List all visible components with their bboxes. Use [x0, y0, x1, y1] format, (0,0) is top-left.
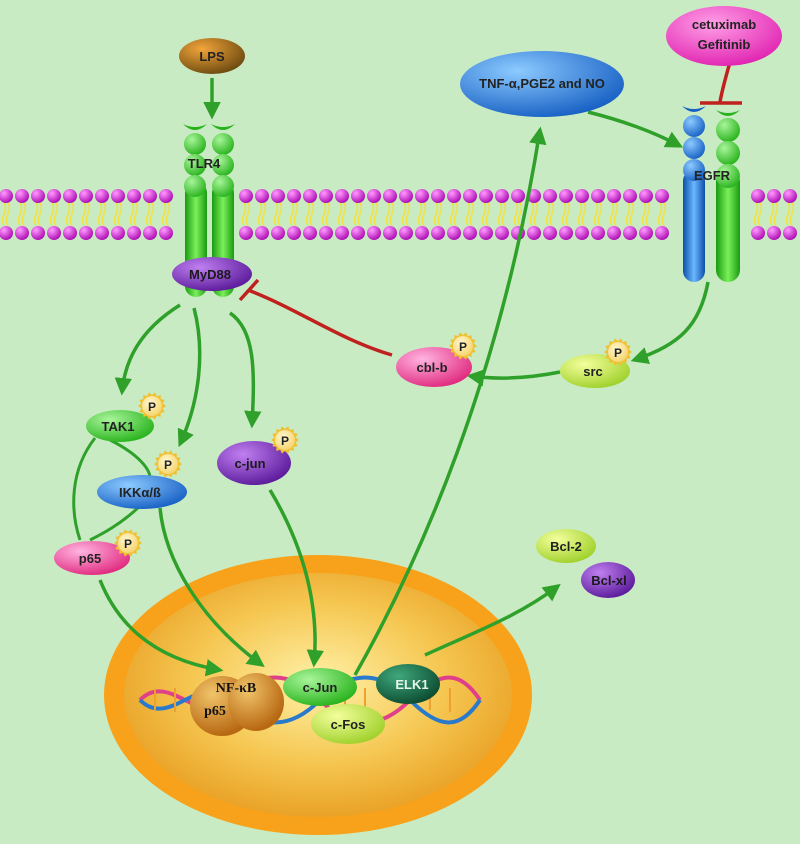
- p65-node: p65: [54, 541, 130, 575]
- elk1-node: ELK1: [376, 664, 440, 704]
- tak1-phospho-badge-label: P: [148, 400, 156, 414]
- drug-node: cetuximab Gefitinib: [666, 6, 782, 66]
- p65-nuclear-label: p65: [204, 704, 226, 719]
- myd88-label: MyD88: [189, 267, 231, 282]
- cblb-phospho-badge: P: [449, 332, 477, 360]
- nfkb-p65-complex: NF-κB p65: [190, 673, 284, 736]
- src-node: src: [560, 354, 630, 388]
- cblb-phospho-badge-label: P: [459, 340, 467, 354]
- bclxl-node: Bcl-xl: [581, 562, 635, 598]
- p65-label: p65: [79, 551, 101, 566]
- egfr-receptor: [682, 106, 740, 282]
- bcl2-label: Bcl-2: [550, 539, 582, 554]
- drug-label-cetuximab: cetuximab: [692, 17, 756, 32]
- cjun-cyto-node: c-jun: [217, 441, 291, 485]
- activation-arrows: [98, 78, 710, 677]
- lps-node: LPS: [179, 38, 245, 74]
- src-phospho-badge: P: [604, 338, 632, 366]
- lps-label: LPS: [199, 49, 225, 64]
- ikk-node: IKKα/ß: [97, 475, 187, 509]
- tlr4-label: TLR4: [188, 156, 221, 171]
- cell-membrane: [0, 189, 797, 240]
- p65-phospho-badge-label: P: [124, 537, 132, 551]
- phospho-badges: P P P P P P: [114, 332, 632, 557]
- nfkb-label: NF-κB: [216, 681, 256, 696]
- tnf-label: TNF-α,PGE2 and NO: [479, 76, 605, 91]
- drug-label-gefitinib: Gefitinib: [698, 37, 751, 52]
- cjun-nuclear-label: c-Jun: [303, 680, 338, 695]
- myd88-node: MyD88: [172, 257, 252, 291]
- elk1-label: ELK1: [395, 677, 428, 692]
- ikk-phospho-badge-label: P: [164, 458, 172, 472]
- tnf-node: TNF-α,PGE2 and NO: [460, 51, 624, 117]
- tak1-label: TAK1: [102, 419, 135, 434]
- inhibition-lines: [238, 61, 742, 357]
- src-phospho-badge-label: P: [614, 346, 622, 360]
- cblb-node: cbl-b: [396, 347, 472, 387]
- src-label: src: [583, 364, 603, 379]
- tak1-phospho-badge: P: [138, 392, 166, 420]
- bcl2-node: Bcl-2: [536, 529, 596, 563]
- cblb-label: cbl-b: [416, 360, 447, 375]
- cfos-node: c-Fos: [311, 704, 385, 744]
- bclxl-label: Bcl-xl: [591, 573, 626, 588]
- tak1-node: TAK1: [86, 410, 154, 442]
- cjun-phospho-badge: P: [271, 426, 299, 454]
- p65-phospho-badge: P: [114, 529, 142, 557]
- cjun-phospho-badge-label: P: [281, 434, 289, 448]
- cjun-cyto-label: c-jun: [234, 456, 265, 471]
- cjun-nuclear-node: c-Jun: [283, 668, 357, 706]
- cfos-label: c-Fos: [331, 717, 366, 732]
- ikk-label: IKKα/ß: [119, 485, 161, 500]
- ikk-phospho-badge: P: [154, 450, 182, 478]
- egfr-label: EGFR: [694, 168, 731, 183]
